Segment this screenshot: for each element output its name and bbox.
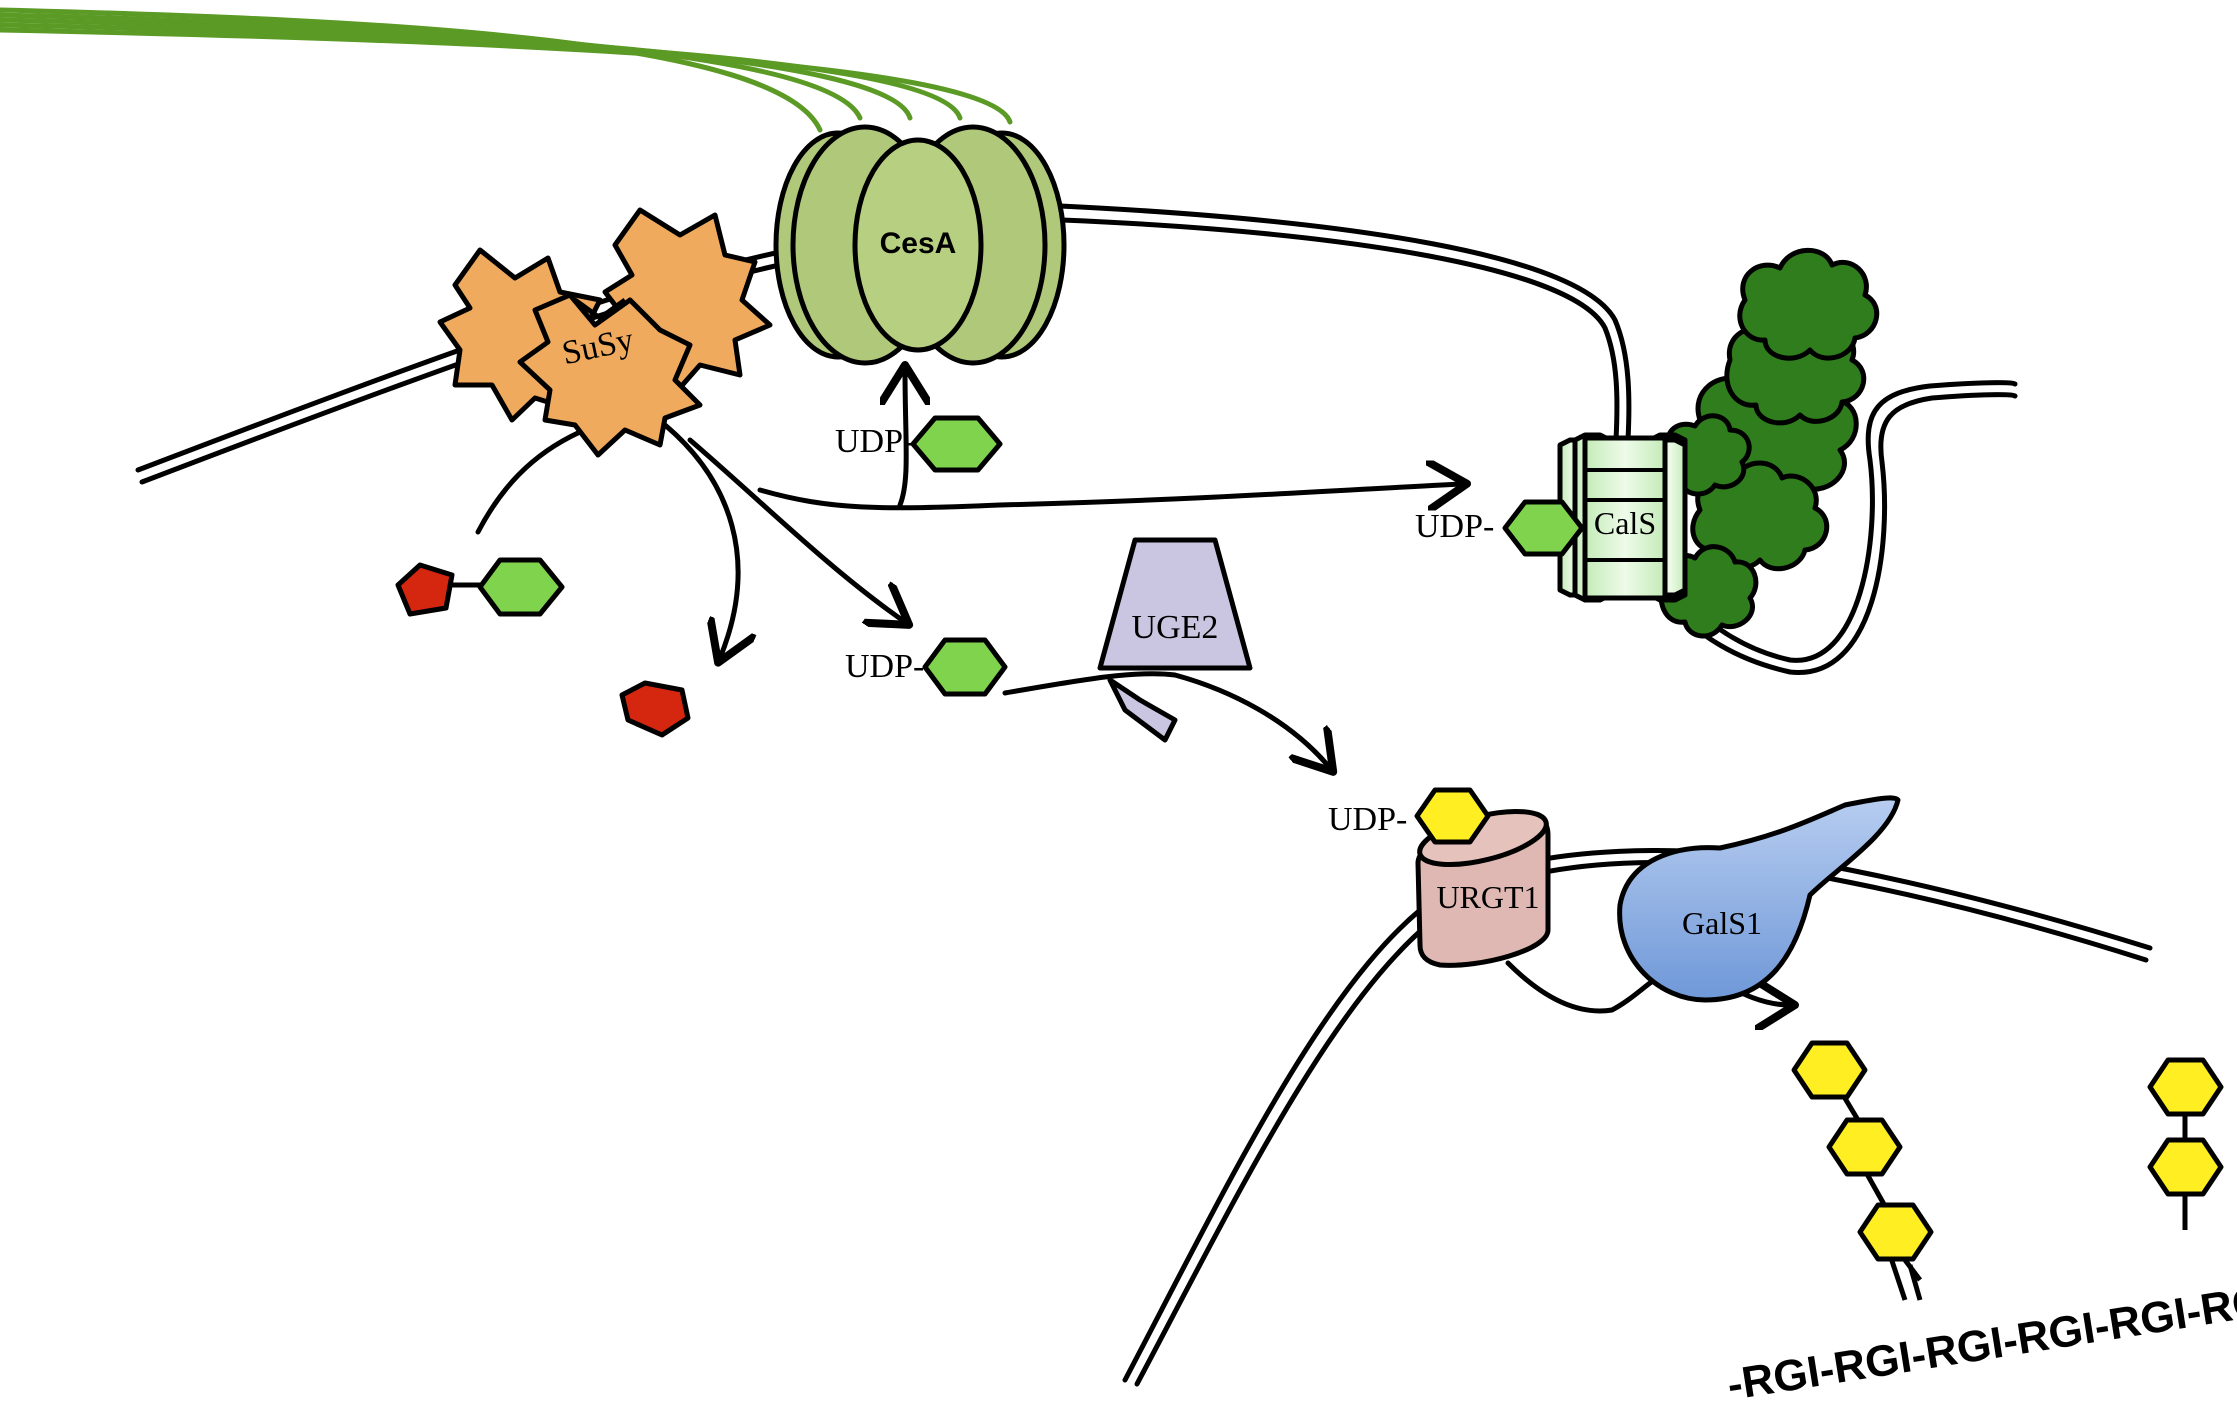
udp-label: UDP- xyxy=(835,423,914,460)
udp-label: UDP- xyxy=(1415,508,1494,545)
urgt1-label: URGT1 xyxy=(1436,879,1539,915)
cesa-label: CesA xyxy=(880,227,957,260)
cellulose-fibrils xyxy=(0,7,1013,133)
galactan-chain-long xyxy=(1791,1040,1934,1301)
glucose-hexagon-icon xyxy=(477,557,565,617)
cals-synthase: CalS xyxy=(1557,432,1688,603)
udp-label: UDP- xyxy=(845,648,924,685)
glucose-hexagon-icon xyxy=(1502,499,1585,557)
udp-galactose: UDP- xyxy=(1328,787,1491,845)
rgi-backbone-label: -RGI-RGI-RGI-RGI-RGI-RGI- xyxy=(1724,1272,2237,1410)
udp-glucose-cals: UDP- xyxy=(1415,499,1585,557)
udp-glucose-cesa: UDP- xyxy=(835,415,1003,473)
gals1-enzyme: GalS1 xyxy=(1617,795,1901,1003)
callose-aggregates xyxy=(1658,247,1880,639)
fructose-pentagon-icon xyxy=(619,680,691,738)
uge2-label: UGE2 xyxy=(1132,609,1219,646)
udp-label: UDP- xyxy=(1328,801,1407,838)
cesa-complex: CesA xyxy=(773,124,1067,366)
uge2-enzyme: UGE2 xyxy=(1097,537,1253,743)
galactose-hexagon-icon xyxy=(2147,1057,2224,1117)
cals-label: CalS xyxy=(1594,505,1656,541)
galactose-hexagon-icon xyxy=(1857,1202,1934,1262)
fructose-pentagon-icon xyxy=(395,562,455,617)
galactose-hexagon-icon xyxy=(2147,1137,2224,1197)
sucrose-molecule xyxy=(395,557,565,617)
galactose-hexagon-icon xyxy=(1414,787,1491,845)
galactan-chain-short xyxy=(2147,1057,2224,1230)
susy-enzyme: SuSy xyxy=(437,207,773,458)
udp-glucose-uge2: UDP- xyxy=(845,637,1008,697)
glucose-hexagon-icon xyxy=(922,637,1008,697)
gals1-label: GalS1 xyxy=(1682,905,1762,941)
glucose-hexagon-icon xyxy=(910,415,1003,473)
galactose-hexagon-icon xyxy=(1826,1117,1903,1177)
galactose-hexagon-icon xyxy=(1791,1040,1868,1100)
